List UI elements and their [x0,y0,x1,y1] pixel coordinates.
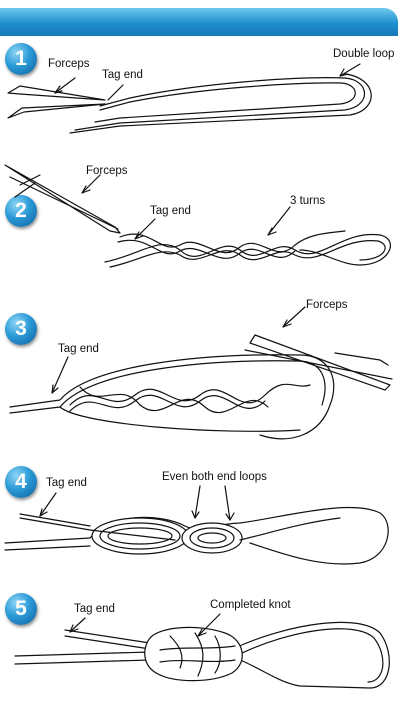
label-tag-end: Tag end [102,69,143,81]
step-4-illustration [4,485,389,565]
step-3: 3 Tag end Forceps [0,295,400,445]
label-even-both-end-loops: Even both end loops [162,471,267,483]
step-number-badge: 4 [5,466,37,498]
step-2-illustration [4,164,391,268]
label-3-turns: 3 turns [290,195,326,207]
label-forceps: Forceps [48,58,90,70]
step-4: 4 Tag end Even both end loops [0,458,400,583]
step-1: 1 Forceps Tag end Double loop [0,38,400,138]
label-tag-end: Tag end [74,603,115,615]
label-tag-end: Tag end [58,343,99,355]
step-number-badge: 1 [5,43,37,75]
label-forceps: Forceps [306,299,348,311]
step-2: 2 Forceps Tag end 3 turns [0,155,400,285]
label-forceps: Forceps [86,165,128,177]
step-number-badge: 2 [5,195,37,227]
step-5: 5 Tag end Completed knot [0,588,400,708]
step-3-illustration [9,306,393,440]
label-tag-end: Tag end [46,477,87,489]
label-double-loop: Double loop [333,48,395,60]
step-number-badge: 3 [5,313,37,345]
step-1-illustration [7,63,372,134]
label-tag-end: Tag end [150,205,191,217]
label-completed-knot: Completed knot [210,599,291,611]
step-number-badge: 5 [5,593,37,625]
step-5-illustration [14,613,390,689]
header-banner [0,8,398,36]
